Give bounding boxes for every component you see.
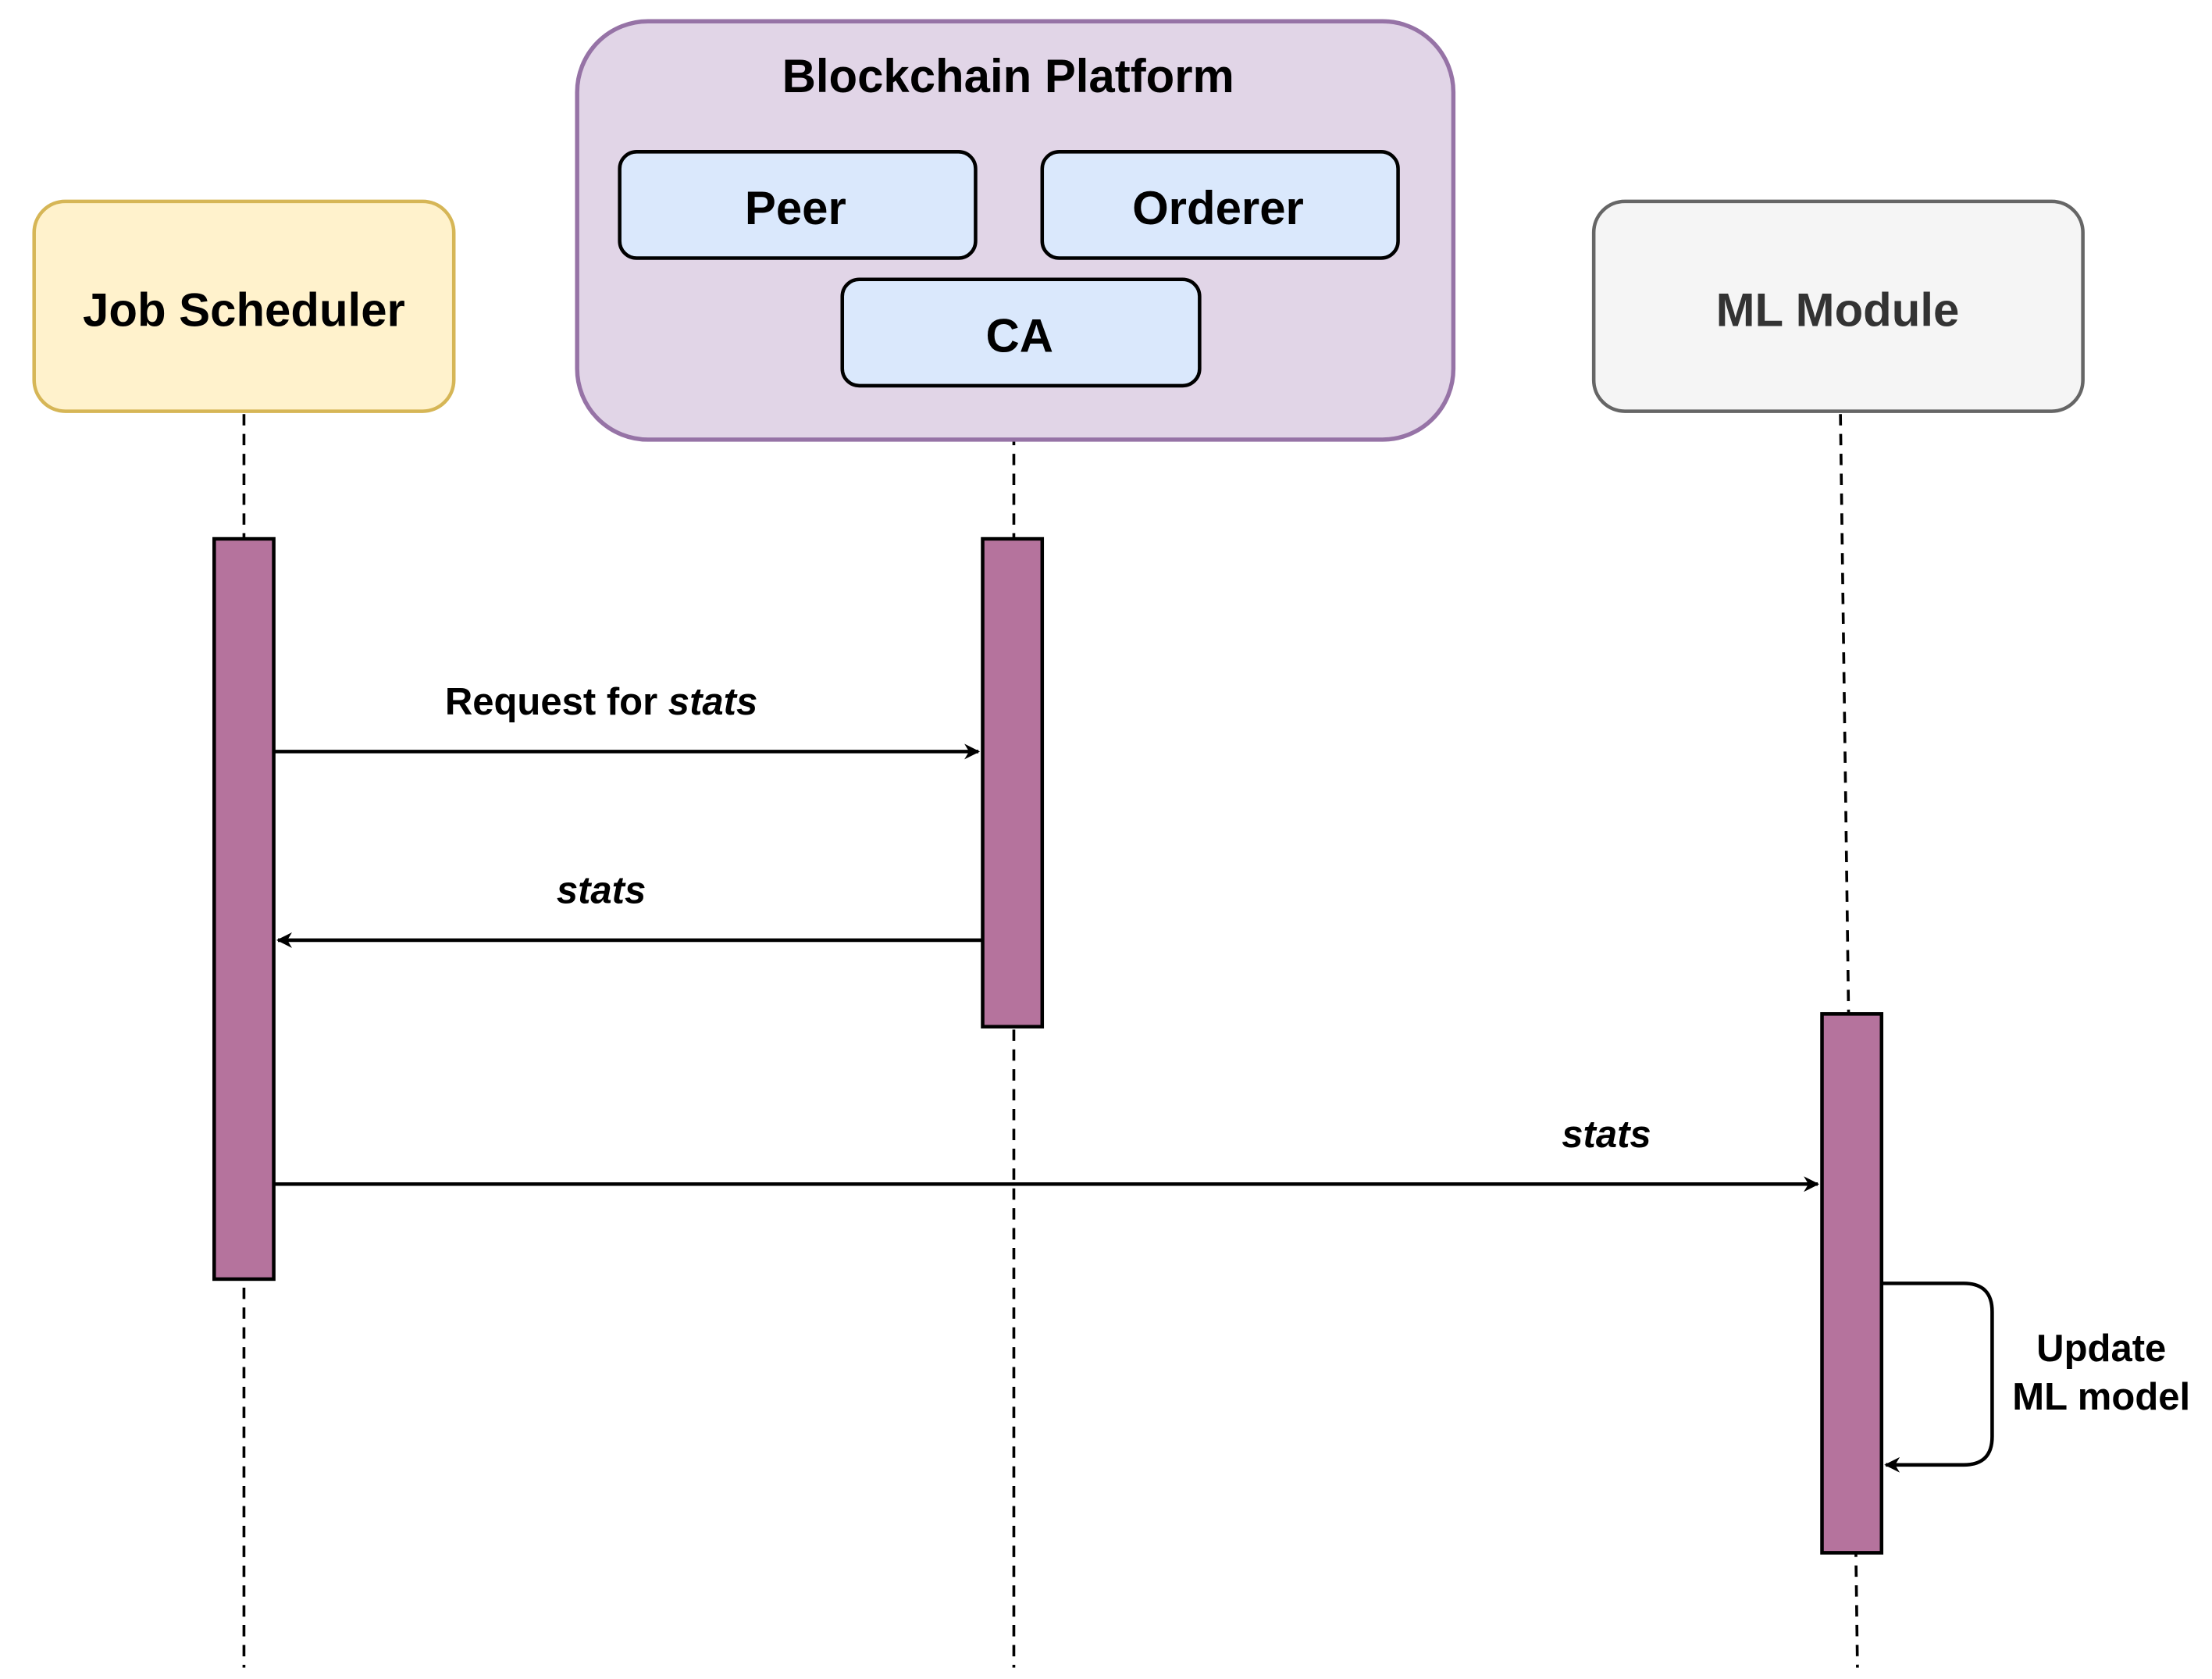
- participant-blockchain-platform[interactable]: Blockchain Platform Peer Orderer CA: [575, 19, 1456, 442]
- participant-job-scheduler[interactable]: Job Scheduler: [32, 199, 456, 413]
- message-1-label: Request for stats: [445, 681, 757, 723]
- blockchain-platform-label: Blockchain Platform: [782, 50, 1234, 102]
- message-3-label: stats: [1562, 1114, 1651, 1156]
- ml-module-label: ML Module: [1716, 284, 1960, 337]
- self-message-line-2: ML model: [2012, 1376, 2190, 1418]
- component-ca[interactable]: CA: [840, 277, 1202, 388]
- activation-blockchain: [981, 536, 1045, 1028]
- arrow-self-update: [1881, 1282, 1994, 1473]
- ca-label: CA: [985, 309, 1053, 362]
- message-stats-to-ml: stats: [273, 1114, 1820, 1192]
- message-request-stats: Request for stats: [273, 681, 981, 760]
- job-scheduler-label: Job Scheduler: [83, 284, 405, 337]
- component-orderer[interactable]: Orderer: [1040, 150, 1400, 260]
- self-message-update-model: Update ML model: [1881, 1282, 2190, 1473]
- orderer-label: Orderer: [1132, 182, 1304, 234]
- lifeline-ml-module: [1839, 414, 1859, 1668]
- component-peer[interactable]: Peer: [618, 150, 978, 260]
- self-message-line-1: Update: [2036, 1328, 2166, 1370]
- peer-label: Peer: [745, 182, 846, 234]
- message-2-label: stats: [557, 870, 646, 912]
- message-stats-reply: stats: [276, 870, 983, 948]
- participant-ml-module[interactable]: ML Module: [1591, 199, 2085, 413]
- activation-job-scheduler: [212, 536, 276, 1282]
- activation-ml-module: [1820, 1012, 1884, 1555]
